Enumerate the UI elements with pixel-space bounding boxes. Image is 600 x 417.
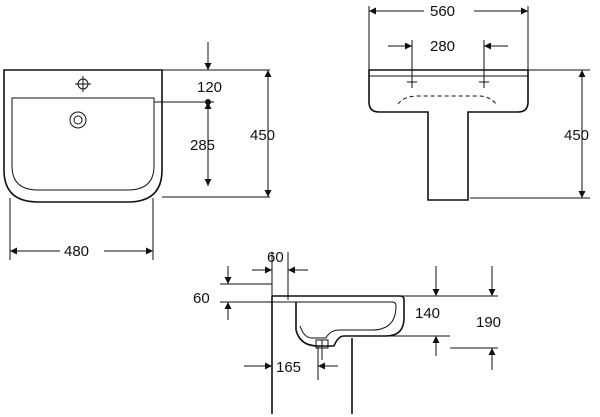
- pedestal-basin-outline: [368, 69, 529, 201]
- tap-hole-icon: [75, 76, 91, 92]
- pedestal-view: 560 280 450: [368, 3, 590, 201]
- dim-left-offset: 60: [193, 290, 210, 307]
- side-basin-outline: [272, 295, 405, 347]
- dim-depth-to-bowl: 140: [415, 305, 440, 322]
- dim-overall-width: 560: [430, 3, 455, 20]
- dim-front-height: 450: [250, 127, 275, 144]
- dim-tap-spacing: 280: [430, 38, 455, 55]
- dim-front-width: 480: [64, 243, 89, 260]
- dim-outlet-height: 285: [190, 137, 215, 154]
- dim-hole-offset: 120: [197, 79, 222, 96]
- dim-pedestal-offset: 165: [276, 359, 301, 376]
- basin-outline: [3, 69, 163, 203]
- front-view: 120 285 450 480: [3, 42, 275, 260]
- dim-pedestal-height: 450: [564, 127, 589, 144]
- tap-mark-right-icon: [479, 77, 489, 88]
- tap-mark-left-icon: [407, 77, 417, 88]
- side-view: 60 60 165 140 190: [193, 249, 501, 414]
- dim-wall-offset-top: 60: [267, 249, 284, 266]
- basin-bowl: [11, 97, 155, 191]
- dim-total-depth: 190: [476, 314, 501, 331]
- drain-icon: [69, 111, 87, 129]
